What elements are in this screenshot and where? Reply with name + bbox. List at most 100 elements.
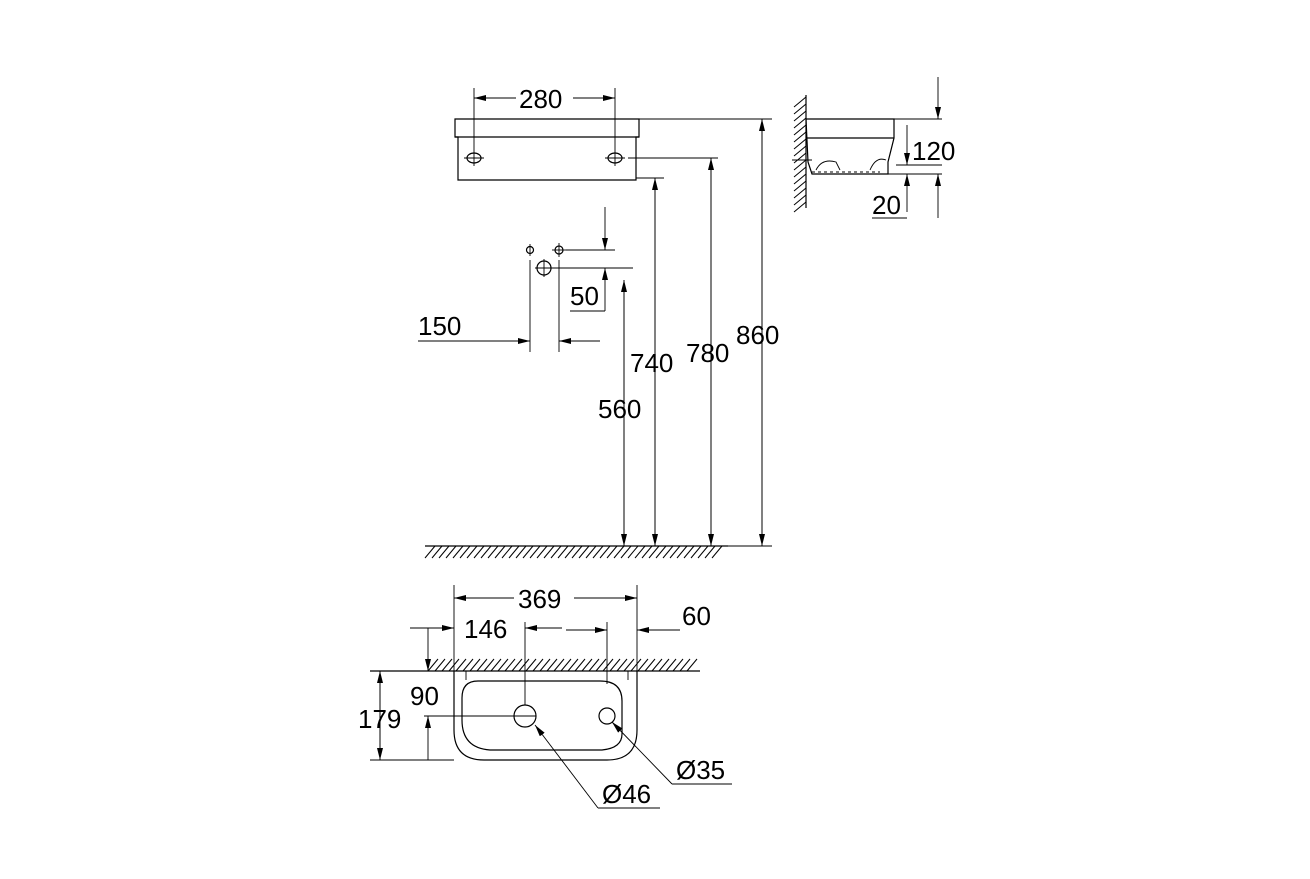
hatch-line (574, 658, 586, 672)
hatch-line (793, 173, 807, 185)
hatch-line (793, 201, 807, 213)
hatch-line (679, 658, 691, 672)
hatch-line (672, 658, 684, 672)
hatch-line (553, 658, 565, 672)
hatch-line (438, 545, 450, 559)
hatch-line (793, 187, 807, 199)
hatch-line (501, 545, 513, 559)
hatch-line (511, 658, 523, 672)
hatch-line (585, 545, 597, 559)
hatch-line (455, 658, 467, 672)
hatch-line (627, 545, 639, 559)
hatch-line (578, 545, 590, 559)
hatch-line (616, 658, 628, 672)
hatch-line (424, 545, 436, 559)
hatch-line (483, 658, 495, 672)
hatch-line (793, 117, 807, 129)
hatch-line (560, 658, 572, 672)
dim-height-740: 740 (630, 348, 673, 378)
hatch-line (602, 658, 614, 672)
dim-offset-60: 60 (682, 601, 711, 631)
hatch-line (644, 658, 656, 672)
hatch-line (655, 545, 667, 559)
hatch-line (595, 658, 607, 672)
hatch-line (536, 545, 548, 559)
hatch-line (793, 110, 807, 122)
side-view: 120 20 (792, 77, 955, 220)
dim-height-560: 560 (598, 394, 641, 424)
hatch-line (651, 658, 663, 672)
hatch-line (550, 545, 562, 559)
hatch-line (431, 545, 443, 559)
hatch-line (487, 545, 499, 559)
hatch-line (711, 545, 723, 559)
hatch-line (599, 545, 611, 559)
hatch-line (690, 545, 702, 559)
hatch-line (525, 658, 537, 672)
tap-hole (598, 707, 616, 725)
hatch-line (529, 545, 541, 559)
dim-projection-179: 179 (358, 704, 401, 734)
hatch-line (462, 658, 474, 672)
hatch-line (609, 658, 621, 672)
hatch-line (697, 545, 709, 559)
hatch-line (793, 152, 807, 164)
hatch-line (793, 96, 807, 108)
hatch-line (686, 658, 698, 672)
dim-rim-20: 20 (872, 190, 901, 220)
hatch-line (669, 545, 681, 559)
hatch-line (793, 180, 807, 192)
hatch-line (665, 658, 677, 672)
dim-depth-120: 120 (912, 136, 955, 166)
hatch-line (497, 658, 509, 672)
hatch-line (634, 545, 646, 559)
hatch-line (567, 658, 579, 672)
height-dimensions: 560 740 780 860 (598, 118, 779, 547)
hatch-line (588, 658, 600, 672)
hatch-line (539, 658, 551, 672)
hatch-line (623, 658, 635, 672)
dim-width-369: 369 (518, 584, 561, 614)
hatch-line (434, 658, 446, 672)
hatch-line (504, 658, 516, 672)
hatch-line (658, 658, 670, 672)
top-view: 369 146 60 90 179 Ø46 Ø35 (358, 584, 732, 809)
hatch-line (641, 545, 653, 559)
hatch-line (581, 658, 593, 672)
dim-waste-diameter: Ø46 (602, 779, 651, 809)
hatch-line (490, 658, 502, 672)
hatch-line (480, 545, 492, 559)
hatch-line (508, 545, 520, 559)
hatch-line (676, 545, 688, 559)
dim-height-780: 780 (686, 338, 729, 368)
hatch-line (522, 545, 534, 559)
hatch-line (518, 658, 530, 672)
outlet-marks: 50 150 (418, 207, 633, 352)
hatch-line (793, 166, 807, 178)
hatch-line (793, 124, 807, 136)
hatch-line (683, 545, 695, 559)
hatch-line (630, 658, 642, 672)
hatch-line (452, 545, 464, 559)
hatch-line (532, 658, 544, 672)
hatch-line (648, 545, 660, 559)
hatch-line (546, 658, 558, 672)
hatch-line (469, 658, 481, 672)
hatch-line (476, 658, 488, 672)
dim-offset-150: 150 (418, 311, 461, 341)
dim-outlet-50: 50 (570, 281, 599, 311)
dim-offset-146: 146 (464, 614, 507, 644)
floor-line (424, 545, 728, 559)
hatch-line (592, 545, 604, 559)
hatch-line (557, 545, 569, 559)
hatch-line (793, 145, 807, 157)
hatch-line (793, 103, 807, 115)
hatch-line (793, 194, 807, 206)
dim-height-860: 860 (736, 320, 779, 350)
hatch-line (441, 658, 453, 672)
hatch-line (613, 545, 625, 559)
hatch-line (459, 545, 471, 559)
hatch-line (704, 545, 716, 559)
hatch-line (473, 545, 485, 559)
